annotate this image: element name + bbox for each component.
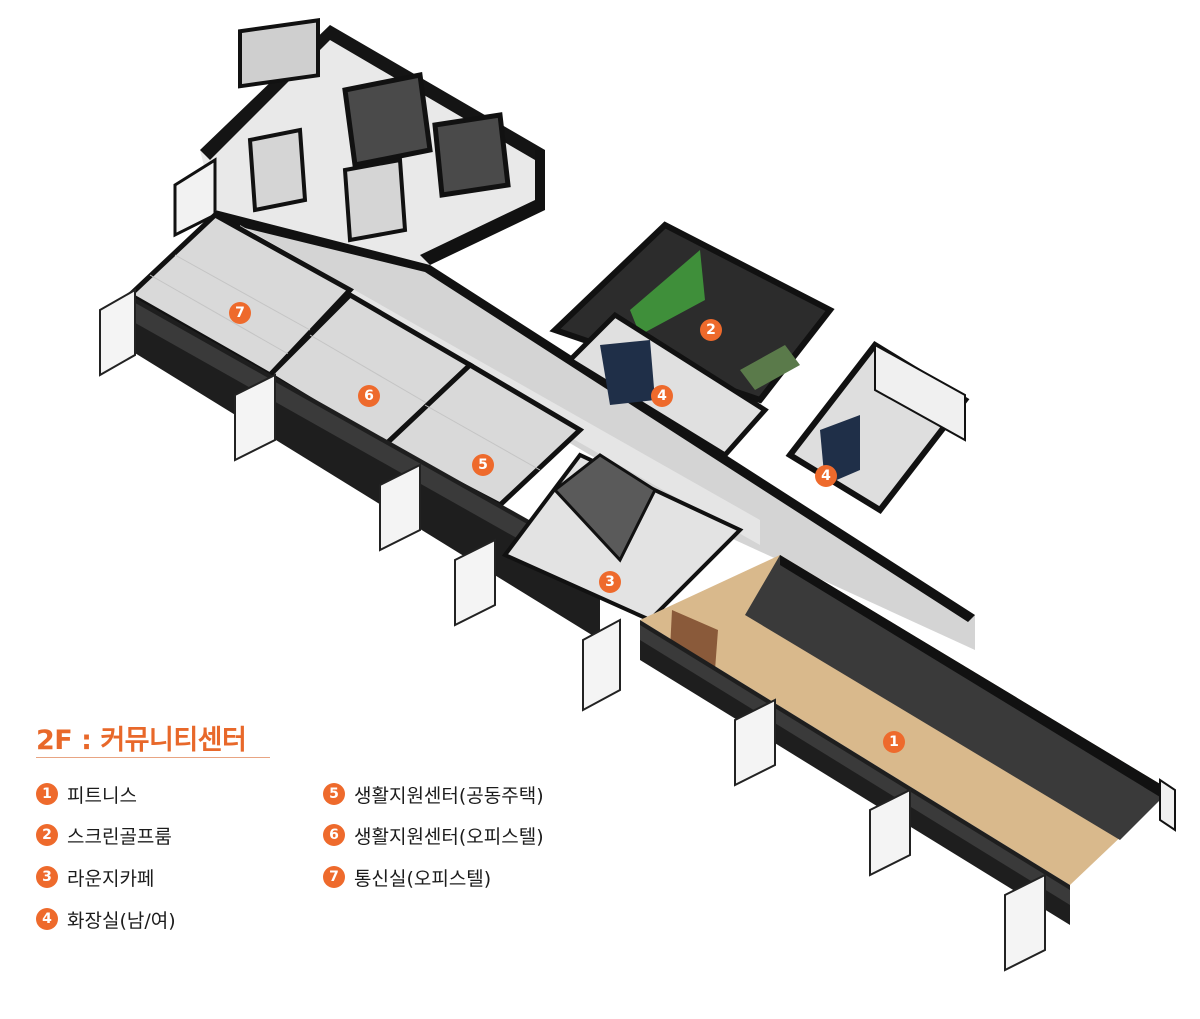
left-facade bbox=[99, 288, 600, 640]
legend-label: 라운지카페 bbox=[67, 867, 155, 890]
legend-item: 6 생활지원센터(오피스텔) bbox=[323, 823, 544, 848]
legend-number: 2 bbox=[36, 824, 58, 846]
stair-elevator-core bbox=[173, 18, 545, 265]
legend-item: 2 스크린골프룸 bbox=[36, 823, 172, 848]
legend-label: 통신실(오피스텔) bbox=[354, 867, 492, 890]
marker-fitness: 1 bbox=[883, 731, 905, 753]
marker-support-apartment: 5 bbox=[472, 454, 494, 476]
marker-restroom-a: 4 bbox=[651, 385, 673, 407]
marker-restroom-b: 4 bbox=[815, 465, 837, 487]
legend-label: 스크린골프룸 bbox=[67, 825, 172, 848]
legend-label: 생활지원센터(오피스텔) bbox=[354, 825, 544, 848]
legend-number: 3 bbox=[36, 866, 58, 888]
marker-screen-golf: 2 bbox=[700, 319, 722, 341]
legend-label: 피트니스 bbox=[67, 784, 137, 807]
room-lounge-cafe bbox=[501, 452, 744, 623]
legend-item: 4 화장실(남/여) bbox=[36, 907, 176, 932]
legend-label: 생활지원센터(공동주택) bbox=[354, 784, 544, 807]
legend-item: 7 통신실(오피스텔) bbox=[323, 865, 492, 890]
legend-number: 7 bbox=[323, 866, 345, 888]
marker-support-officetel: 6 bbox=[358, 385, 380, 407]
legend-item: 5 생활지원센터(공동주택) bbox=[323, 782, 544, 807]
right-outer-walls bbox=[874, 343, 1176, 832]
marker-lounge-cafe: 3 bbox=[599, 571, 621, 593]
legend-number: 6 bbox=[323, 824, 345, 846]
room-restroom-a bbox=[565, 311, 769, 459]
marker-telecom: 7 bbox=[229, 302, 251, 324]
legend-label: 화장실(남/여) bbox=[67, 909, 176, 932]
legend-item: 1 피트니스 bbox=[36, 782, 137, 807]
room-fitness bbox=[582, 555, 1170, 972]
legend-number: 5 bbox=[323, 783, 345, 805]
legend-number: 4 bbox=[36, 908, 58, 930]
title-underline bbox=[36, 757, 270, 758]
floor-title: 2F : 커뮤니티센터 bbox=[36, 725, 247, 756]
legend-number: 1 bbox=[36, 783, 58, 805]
legend-item: 3 라운지카페 bbox=[36, 865, 155, 890]
